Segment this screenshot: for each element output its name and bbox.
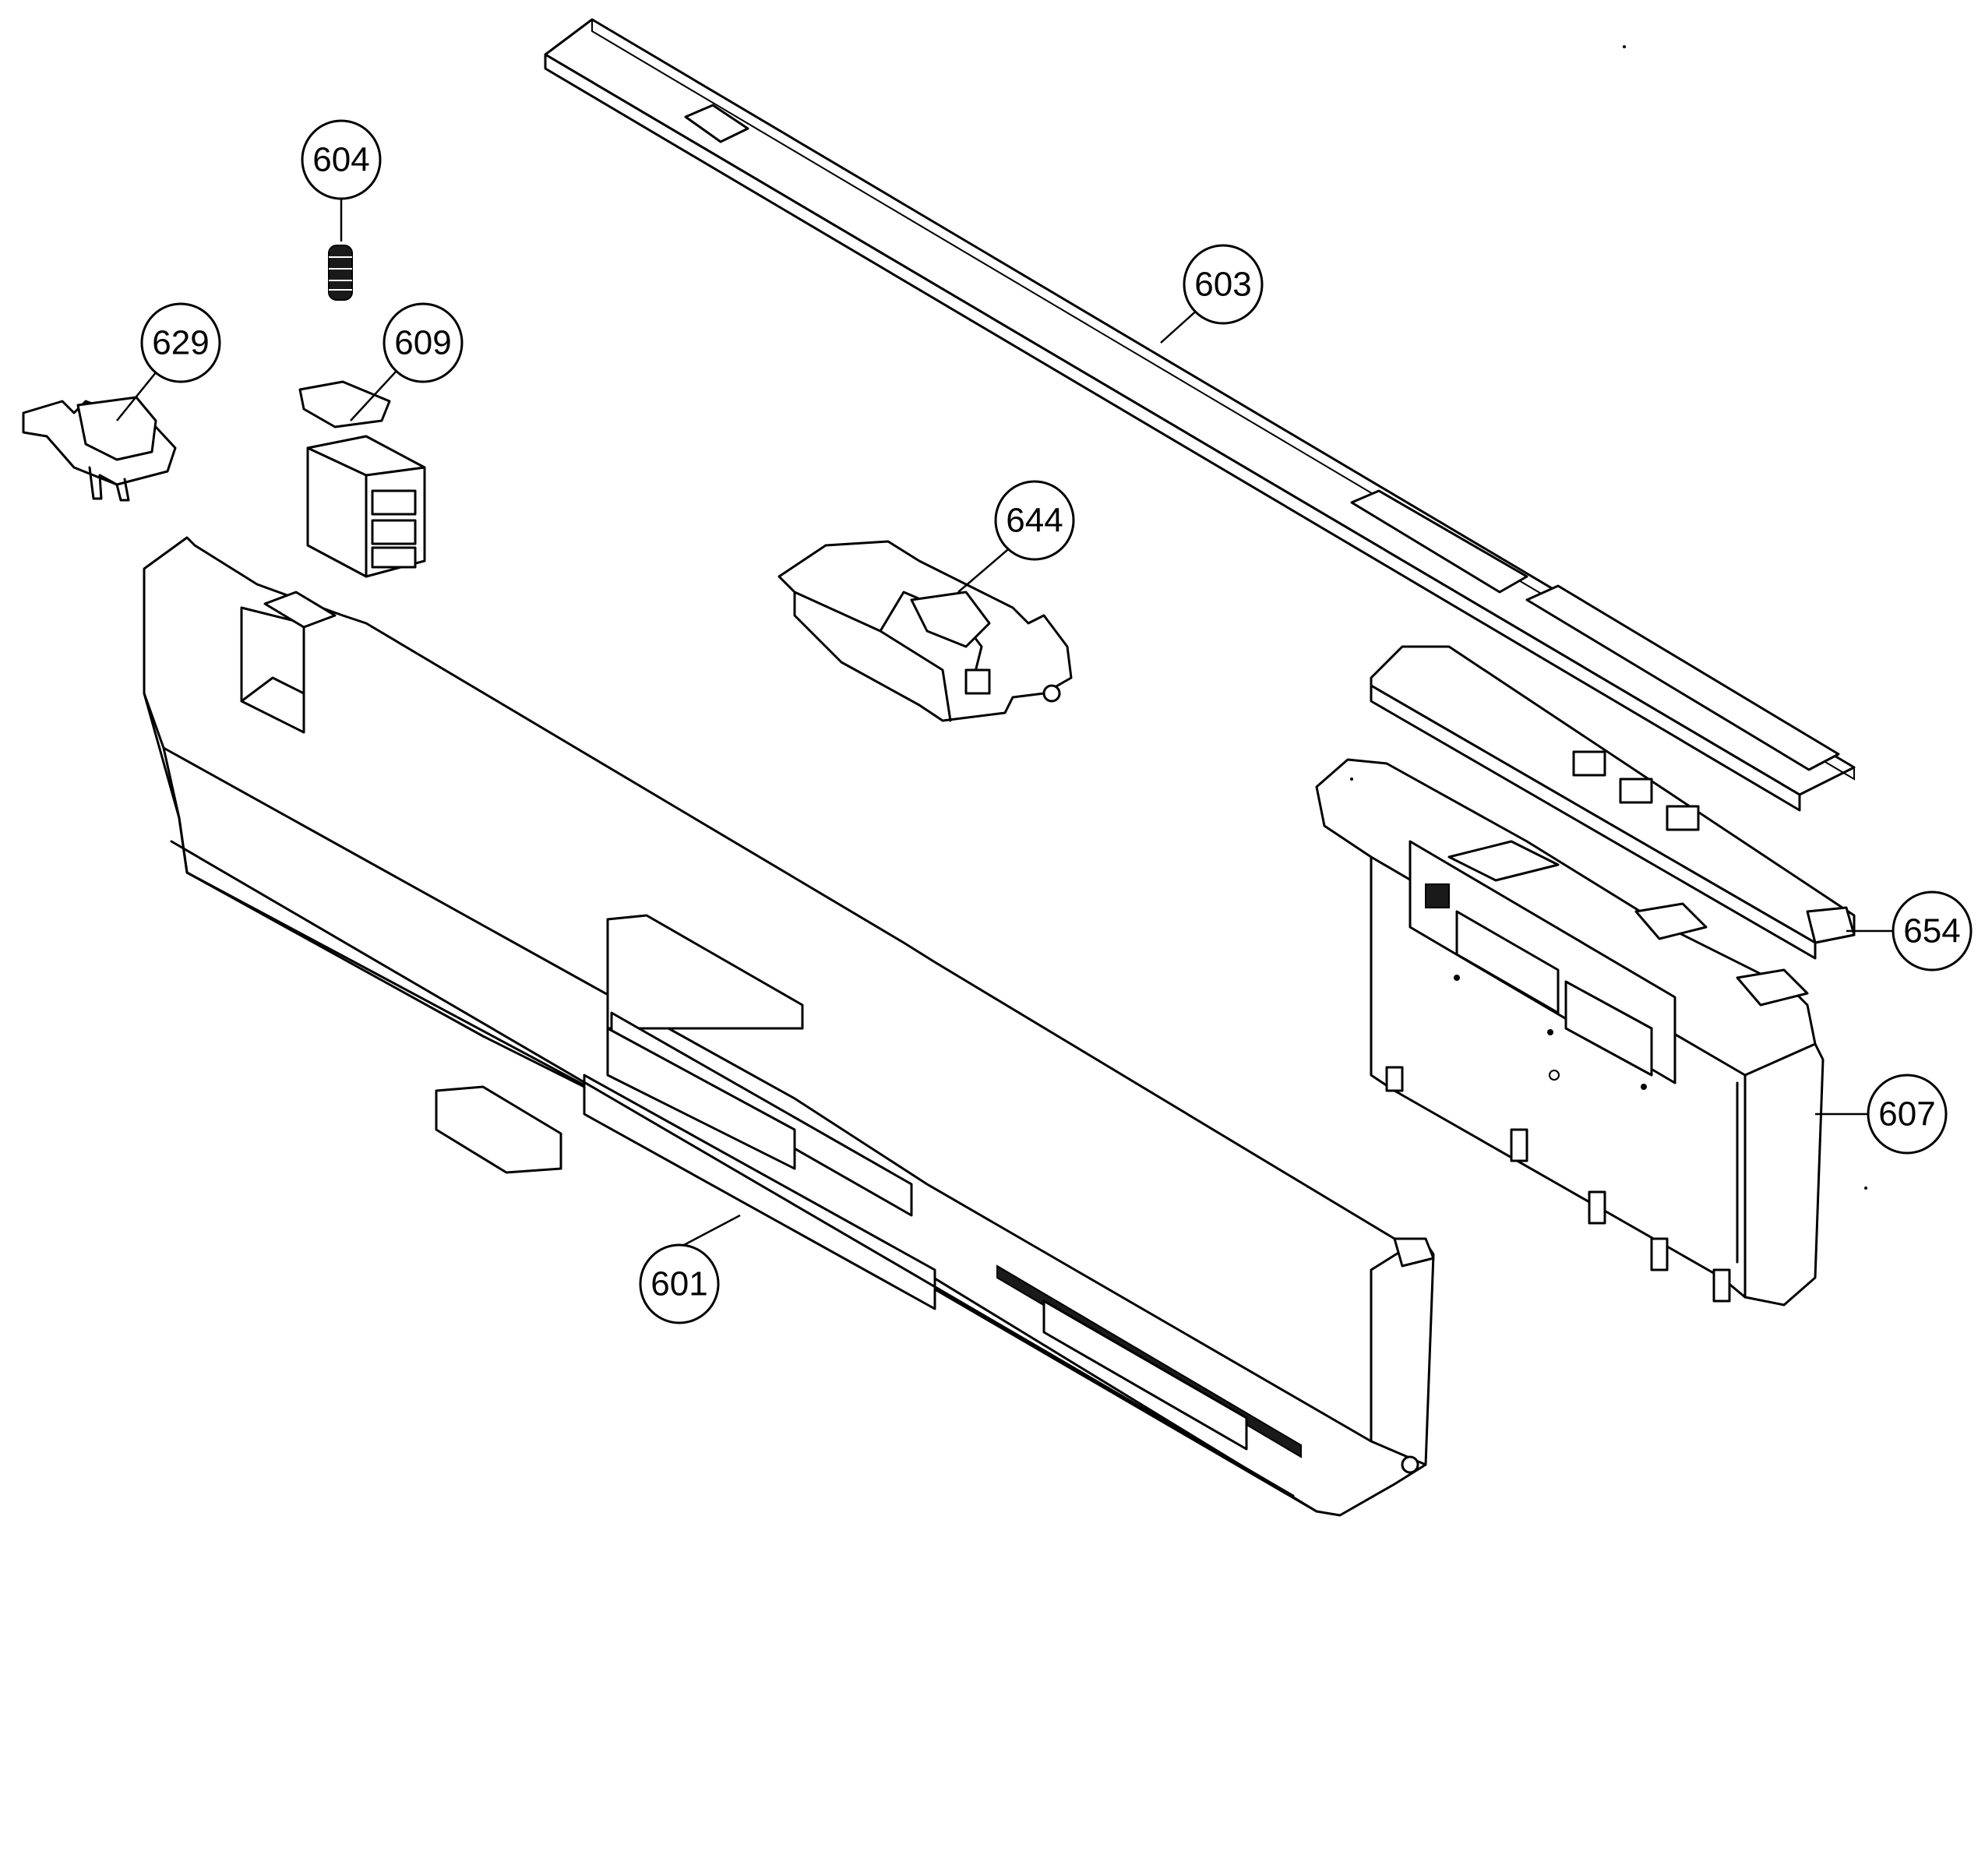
scan-speck	[1350, 778, 1353, 781]
callout-609: 609	[383, 302, 464, 383]
part-603-top-strip	[544, 18, 1856, 812]
part-654-button-strip	[1370, 645, 1856, 960]
callout-654: 654	[1892, 890, 1973, 972]
part-609-switch	[298, 380, 426, 578]
leader-lines	[116, 183, 1901, 1247]
scan-speck	[1623, 45, 1626, 48]
callout-644: 644	[994, 480, 1075, 561]
callout-label: 607	[1878, 1095, 1935, 1134]
callout-607: 607	[1867, 1074, 1948, 1155]
callout-label: 644	[1006, 502, 1063, 540]
part-644-latch	[777, 540, 1073, 722]
callout-604: 604	[301, 119, 382, 200]
callout-label: 604	[312, 141, 369, 179]
callout-label: 601	[651, 1265, 707, 1303]
callout-629: 629	[140, 302, 221, 383]
part-629-knob	[22, 396, 177, 502]
callout-601: 601	[639, 1243, 720, 1324]
scan-speck	[1864, 1187, 1867, 1190]
part-604-spring	[328, 245, 353, 301]
callout-603: 603	[1183, 244, 1264, 325]
callout-label: 609	[394, 324, 451, 362]
callout-label: 629	[152, 324, 209, 362]
part-601-console-housing	[143, 536, 1435, 1517]
callout-label: 603	[1194, 266, 1251, 304]
part-607-control-board	[1315, 758, 1825, 1306]
callout-label: 654	[1903, 912, 1960, 950]
